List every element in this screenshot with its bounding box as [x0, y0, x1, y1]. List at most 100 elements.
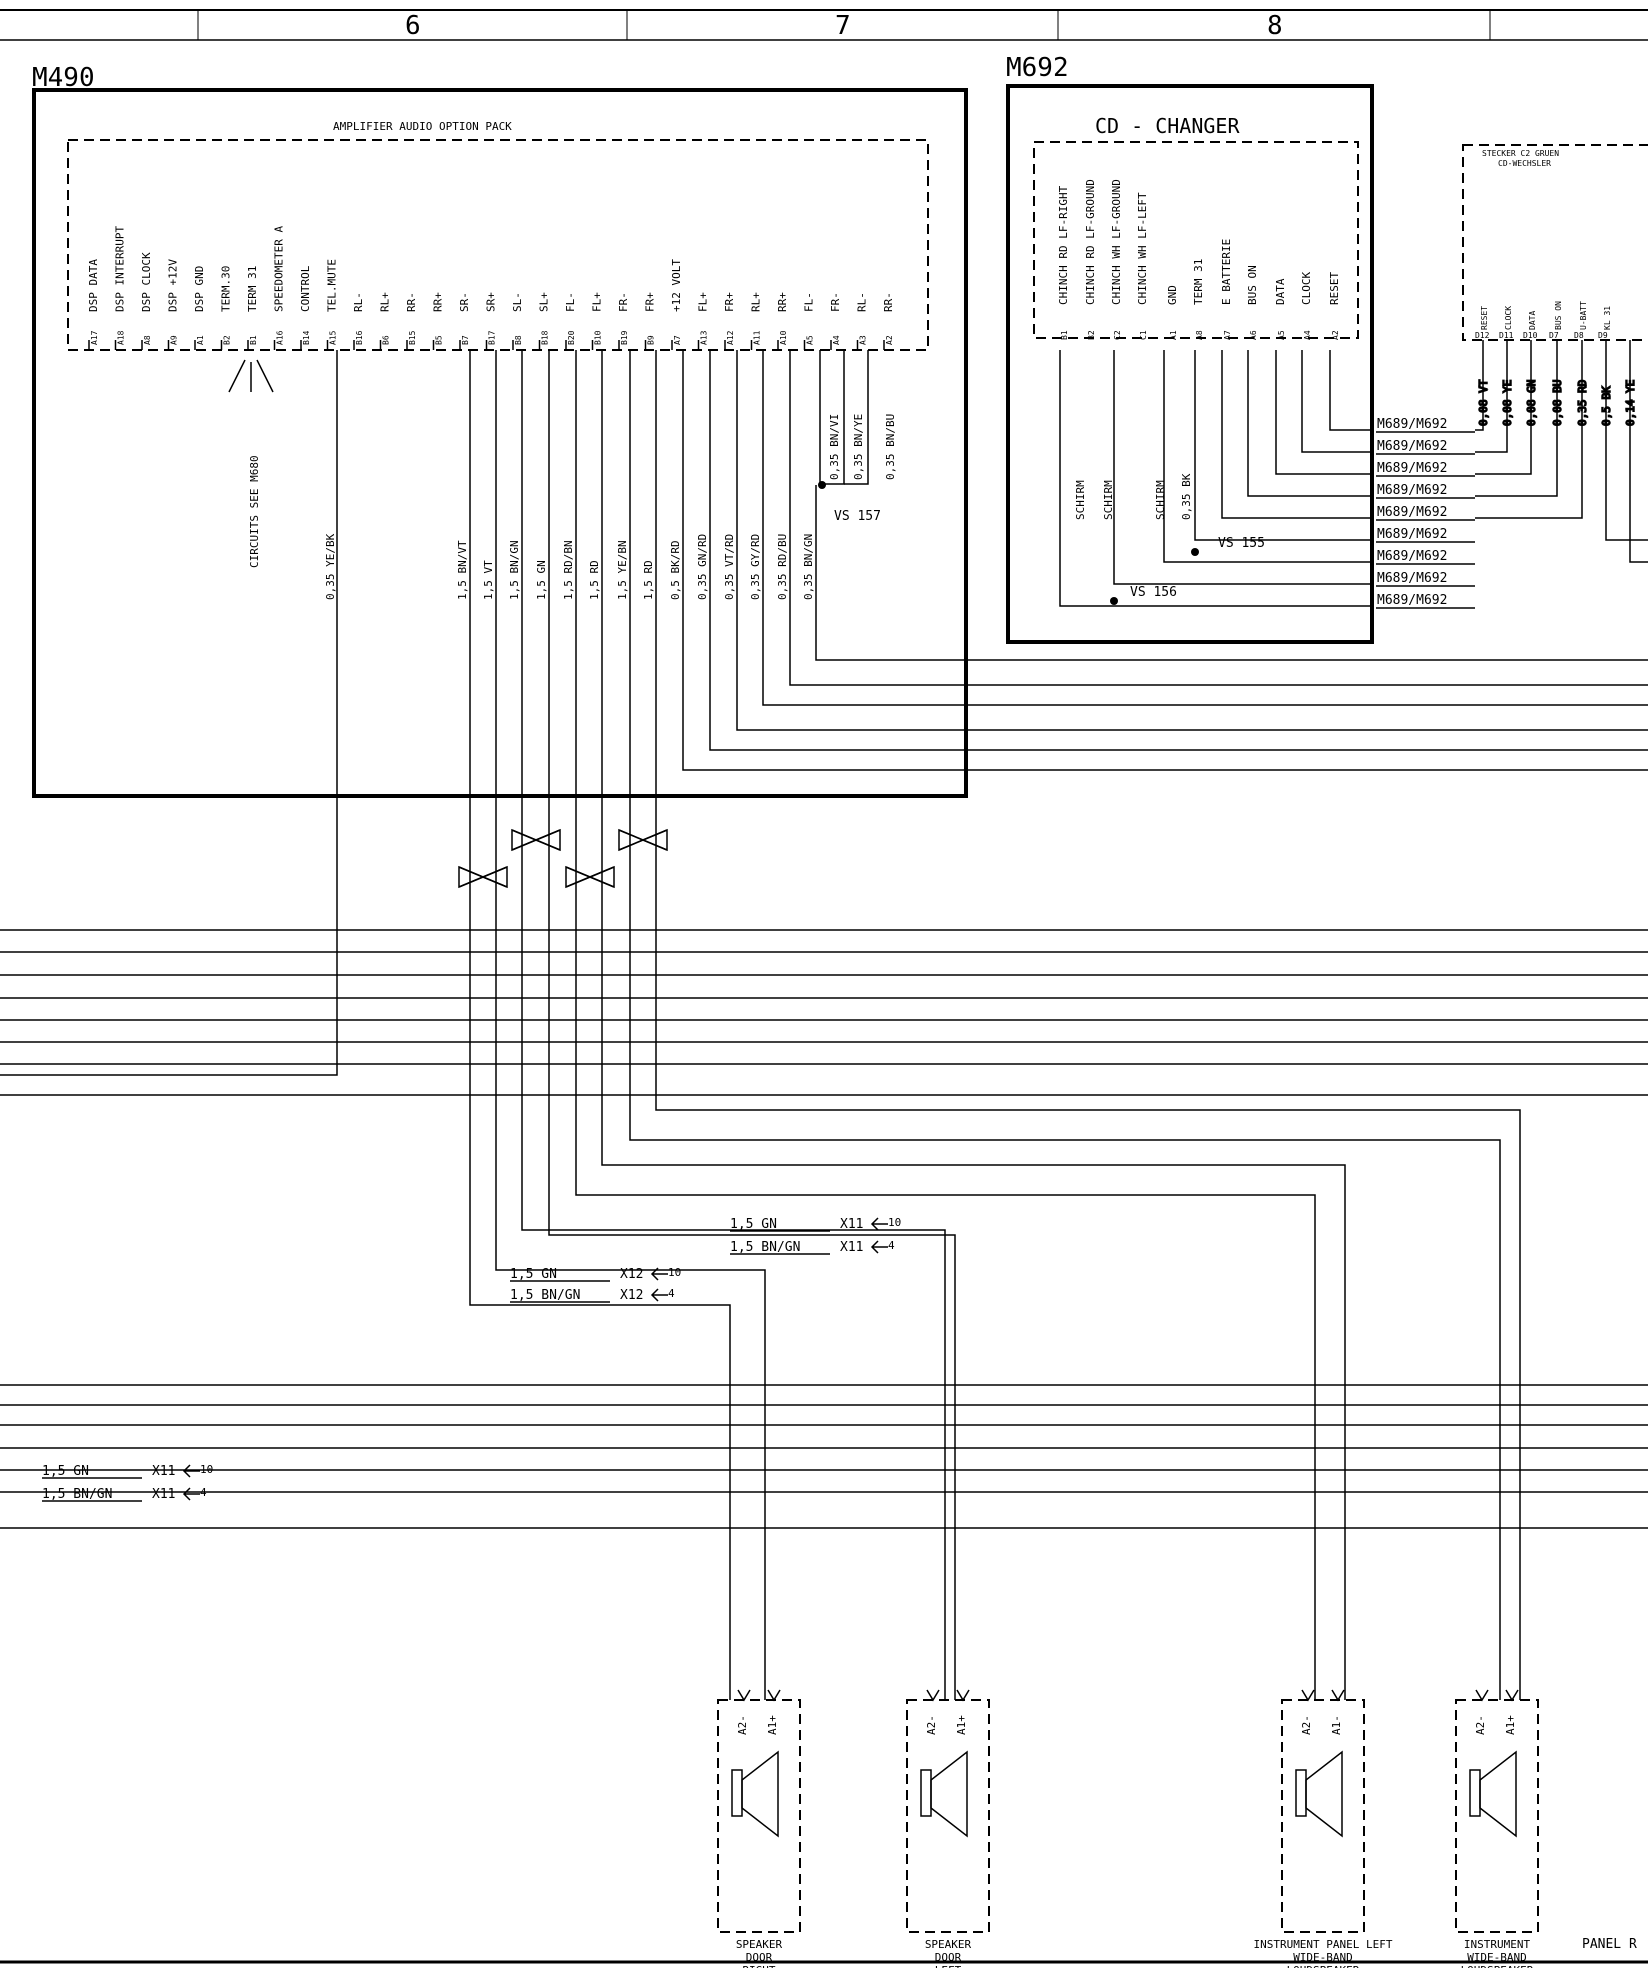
amplifier-output-wires [469, 350, 1648, 1700]
wire-label-5: 1,5 RD [588, 560, 601, 600]
amplifier-title: AMPLIFIER AUDIO OPTION PACK [333, 120, 512, 133]
speaker-pin-a1-3: A1+ [1504, 1715, 1517, 1735]
shield-2: SCHIRM [1102, 480, 1115, 520]
cd-changer-connector-labels: M689/M692M689/M692M689/M692M689/M692M689… [1376, 417, 1475, 609]
splice-vs156-label: VS 156 [1130, 585, 1177, 600]
wire-3 [548, 350, 956, 1700]
pin-name-A8: DSP CLOCK [140, 252, 153, 312]
splice-vs156 [1110, 597, 1118, 605]
pin-number-B16: B16 [355, 330, 364, 345]
splice-vs155 [1191, 548, 1199, 556]
splice-vs157-label: VS 157 [834, 509, 881, 524]
wire-label-3: 1,5 GN [535, 560, 548, 600]
conn-wire-1: 1,5 BN/GN [730, 1240, 800, 1255]
pin-number-B8: B8 [514, 335, 523, 345]
pin-number-A3: A3 [859, 335, 868, 345]
connector-icon [182, 1487, 200, 1501]
cd-conn-label-2: M689/M692 [1377, 461, 1447, 476]
pin-name-B9: FR+ [644, 292, 657, 312]
wire-label-top-1: 0,35 BN/VI [828, 414, 841, 480]
speaker-label-1-2: LEFT [935, 1964, 962, 1968]
cd-wire-8 [1059, 350, 1372, 607]
cd-pin-name-A7: E BATTERIE [1220, 239, 1233, 305]
twist-cross [511, 829, 561, 851]
wire-label-6: 1,5 YE/BN [616, 540, 629, 600]
speaker-pin-a1-2: A1- [1330, 1715, 1343, 1735]
conn-pin-0: 10 [888, 1216, 901, 1229]
cd-pin-number-A5: A5 [1277, 330, 1286, 340]
cd-wire-5 [1194, 350, 1372, 541]
plug-pin-number-D9: D9 [1598, 331, 1608, 340]
conn-id-4: X11 [152, 1464, 175, 1479]
pin-name-B10: FL+ [591, 292, 604, 312]
wire-5 [601, 350, 1346, 1700]
splice-vs155-label: VS 155 [1218, 536, 1265, 551]
cd-wire-2 [1275, 350, 1372, 475]
speaker-label-0-0: SPEAKER [736, 1938, 783, 1951]
pin-name-A9: DSP +12V [167, 259, 180, 312]
cd-changer-wires [1059, 350, 1372, 607]
wire-10 [736, 350, 1648, 731]
cd-pin-number-A1: A1 [1169, 330, 1178, 340]
circuits-fan-lines [228, 359, 274, 393]
wire-9 [709, 350, 1648, 751]
pin-name-B8: SL- [511, 292, 524, 312]
speaker-pin-a2-1: A2- [925, 1715, 938, 1735]
wire-tel-mute [0, 350, 338, 1076]
wire-6 [629, 350, 1501, 1700]
cd-wire-1 [1301, 350, 1372, 453]
wire-0 [469, 350, 731, 1700]
conn-pin-5: 4 [200, 1486, 207, 1499]
plug-pin-number-D10: D10 [1523, 331, 1538, 340]
pin-number-A13: A13 [700, 330, 709, 345]
connector-icon [870, 1240, 888, 1254]
pin-name-B2: TERM.30 [220, 266, 233, 312]
wire-label-7: 1,5 RD [642, 560, 655, 600]
conn-pin-4: 10 [200, 1463, 213, 1476]
pin-number-B17: B17 [488, 330, 497, 345]
pin-name-A12: FR+ [723, 292, 736, 312]
plug-pin-name-D7: BUS ON [1554, 301, 1563, 330]
cd-wire-3 [1247, 350, 1372, 497]
pin-name-B19: FR- [617, 292, 630, 312]
speaker-box-0 [717, 1699, 801, 1933]
speaker-label-2-2: LOUDSPEAKER [1287, 1964, 1360, 1968]
pin-name-A7: +12 VOLT [670, 259, 683, 312]
shield-1: SCHIRM [1074, 480, 1087, 520]
speaker-cone-icon [1479, 1750, 1517, 1838]
twist-cross [458, 866, 508, 888]
pin-number-A12: A12 [726, 330, 735, 345]
pin-number-B20: B20 [567, 330, 576, 345]
pin-name-A3: RL- [856, 292, 869, 312]
pin-number-A1: A1 [196, 335, 205, 345]
pin-number-B15: B15 [408, 330, 417, 345]
pin-name-B15: RR- [405, 292, 418, 312]
plug-pin-name-D11: CLOCK [1504, 306, 1513, 330]
speaker-label-1-0: SPEAKER [925, 1938, 972, 1951]
pin-number-A9: A9 [170, 335, 179, 345]
pin-number-B14: B14 [302, 330, 311, 345]
speaker-pin-a2-3: A2- [1474, 1715, 1487, 1735]
cd-changer-outline [1006, 84, 1374, 644]
cd-pin-number-A6: A6 [1249, 330, 1258, 340]
speaker-label-3-0: INSTRUMENT [1464, 1938, 1531, 1951]
speaker-icon [920, 1769, 932, 1817]
pin-name-A16: SPEEDOMETER A [273, 226, 286, 312]
cd-conn-label-5: M689/M692 [1377, 527, 1447, 542]
pin-name-A17: DSP DATA [87, 259, 100, 312]
pin-name-A18: DSP INTERRUPT [114, 226, 127, 312]
plug-wire-label-5: 0,5 BK [1600, 386, 1613, 426]
plug-wire-label-0: 0,08 VT [1477, 379, 1490, 426]
plug-pin-name-D9: KL 31 [1603, 306, 1612, 330]
plug-wire-3 [1475, 340, 1558, 497]
speaker-pin-a1-0: A1+ [766, 1715, 779, 1735]
conn-id-3: X12 [620, 1288, 643, 1303]
conn-id-2: X12 [620, 1267, 643, 1282]
grid-header [0, 9, 1648, 41]
grid-col-7: 7 [835, 11, 851, 41]
wire-8 [682, 350, 1648, 771]
pin-number-A11: A11 [753, 330, 762, 345]
pin-name-A10: RR+ [776, 292, 789, 312]
